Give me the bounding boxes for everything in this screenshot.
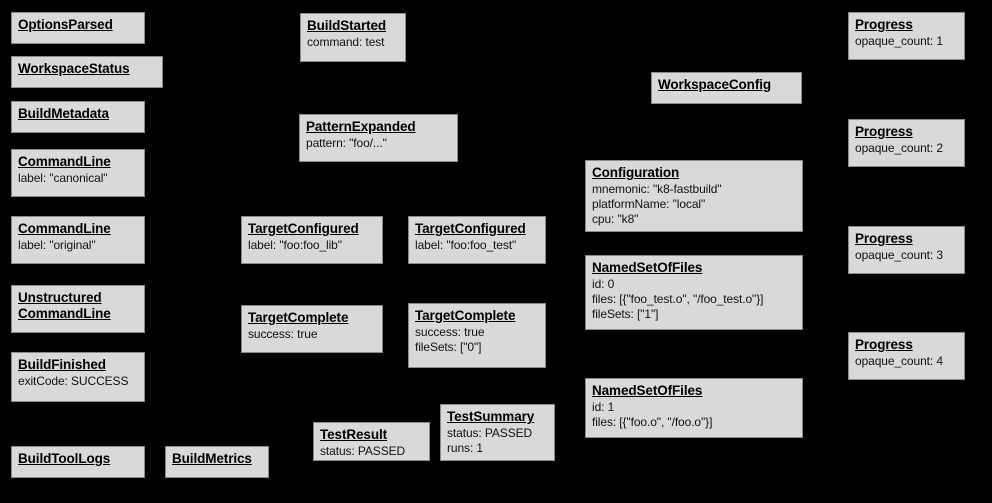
node-field: exitCode: SUCCESS bbox=[18, 374, 129, 388]
node-field-list: label: "canonical" bbox=[18, 171, 139, 186]
node-field-list: opaque_count: 4 bbox=[855, 354, 959, 369]
node-test-result[interactable]: TestResult status: PASSED bbox=[313, 422, 430, 461]
node-field: files: [{"foo_test.o", "/foo_test.o"}] bbox=[592, 292, 764, 306]
node-field-list: label: "original" bbox=[18, 238, 139, 253]
node-title: Progress bbox=[855, 337, 913, 352]
node-field: id: 1 bbox=[592, 400, 615, 414]
node-field: label: "foo:foo_lib" bbox=[248, 238, 342, 252]
node-title: WorkspaceStatus bbox=[18, 61, 130, 76]
node-title: Progress bbox=[855, 17, 913, 32]
node-title: BuildToolLogs bbox=[18, 451, 111, 466]
node-build-metrics[interactable]: BuildMetrics bbox=[165, 446, 269, 478]
node-field-list: opaque_count: 2 bbox=[855, 141, 959, 156]
node-options-parsed[interactable]: OptionsParsed bbox=[11, 12, 145, 44]
node-title: WorkspaceConfig bbox=[658, 77, 772, 92]
node-target-complete-lib[interactable]: TargetComplete success: true bbox=[241, 305, 383, 353]
node-field: success: true bbox=[248, 327, 318, 341]
node-title: BuildStarted bbox=[307, 18, 387, 33]
node-title: Unstructured CommandLine bbox=[18, 290, 111, 321]
node-title: Progress bbox=[855, 231, 913, 246]
node-title: TestSummary bbox=[447, 409, 535, 424]
node-build-started[interactable]: BuildStarted command: test bbox=[300, 13, 406, 62]
node-field-list: mnemonic: "k8-fastbuild"platformName: "l… bbox=[592, 182, 797, 227]
node-title: BuildMetrics bbox=[172, 451, 252, 466]
node-field: mnemonic: "k8-fastbuild" bbox=[592, 182, 722, 196]
node-field: command: test bbox=[307, 35, 385, 49]
node-field-list: label: "foo:foo_lib" bbox=[248, 238, 377, 253]
node-target-configured-foo-lib[interactable]: TargetConfigured label: "foo:foo_lib" bbox=[241, 216, 383, 264]
node-field: status: PASSED bbox=[447, 426, 533, 440]
node-title: TargetComplete bbox=[248, 310, 349, 325]
node-title: TargetConfigured bbox=[415, 221, 526, 236]
node-build-tool-logs[interactable]: BuildToolLogs bbox=[11, 446, 145, 478]
node-field: label: "canonical" bbox=[18, 171, 108, 185]
node-field: success: true bbox=[415, 325, 485, 339]
node-field: opaque_count: 3 bbox=[855, 248, 943, 262]
node-progress-3[interactable]: Progress opaque_count: 3 bbox=[848, 226, 965, 274]
node-field: runs: 1 bbox=[447, 441, 483, 455]
node-title: CommandLine bbox=[18, 221, 111, 236]
node-workspace-config[interactable]: WorkspaceConfig bbox=[651, 72, 802, 104]
node-title: BuildMetadata bbox=[18, 106, 109, 121]
node-title: OptionsParsed bbox=[18, 17, 113, 32]
node-field-list: pattern: "foo/..." bbox=[306, 136, 452, 151]
node-title: TargetComplete bbox=[415, 308, 516, 323]
node-field: cpu: "k8" bbox=[592, 212, 639, 226]
node-title: NamedSetOfFiles bbox=[592, 260, 703, 275]
node-progress-4[interactable]: Progress opaque_count: 4 bbox=[848, 332, 965, 380]
node-field: opaque_count: 1 bbox=[855, 34, 943, 48]
node-progress-1[interactable]: Progress opaque_count: 1 bbox=[848, 12, 965, 60]
node-progress-2[interactable]: Progress opaque_count: 2 bbox=[848, 119, 965, 167]
node-target-configured-foo-test[interactable]: TargetConfigured label: "foo:foo_test" bbox=[408, 216, 546, 264]
node-field-list: status: PASSED bbox=[320, 444, 424, 459]
node-field: label: "foo:foo_test" bbox=[415, 238, 517, 252]
node-title: TargetConfigured bbox=[248, 221, 359, 236]
node-field-list: opaque_count: 3 bbox=[855, 248, 959, 263]
node-build-finished[interactable]: BuildFinished exitCode: SUCCESS bbox=[11, 352, 145, 402]
node-title: TestResult bbox=[320, 427, 388, 442]
node-field: pattern: "foo/..." bbox=[306, 136, 387, 150]
node-field-list: opaque_count: 1 bbox=[855, 34, 959, 49]
node-field-list: command: test bbox=[307, 35, 400, 50]
node-field: id: 0 bbox=[592, 277, 615, 291]
node-field: platformName: "local" bbox=[592, 197, 706, 211]
node-command-line-original[interactable]: CommandLine label: "original" bbox=[11, 216, 145, 264]
node-unstructured-command-line[interactable]: Unstructured CommandLine bbox=[11, 285, 145, 333]
node-title: Progress bbox=[855, 124, 913, 139]
node-field: opaque_count: 4 bbox=[855, 354, 943, 368]
node-field: label: "original" bbox=[18, 238, 96, 252]
node-title: NamedSetOfFiles bbox=[592, 383, 703, 398]
node-build-metadata[interactable]: BuildMetadata bbox=[11, 101, 145, 133]
node-pattern-expanded[interactable]: PatternExpanded pattern: "foo/..." bbox=[299, 114, 458, 162]
node-field: fileSets: ["0"] bbox=[415, 340, 482, 354]
node-field: files: [{"foo.o", "/foo.o"}] bbox=[592, 415, 713, 429]
node-title: BuildFinished bbox=[18, 357, 106, 372]
node-title: PatternExpanded bbox=[306, 119, 416, 134]
node-field-list: success: true bbox=[248, 327, 377, 342]
node-field-list: exitCode: SUCCESS bbox=[18, 374, 139, 389]
node-field: opaque_count: 2 bbox=[855, 141, 943, 155]
node-configuration[interactable]: Configuration mnemonic: "k8-fastbuild"pla… bbox=[585, 160, 803, 232]
node-command-line-canonical[interactable]: CommandLine label: "canonical" bbox=[11, 149, 145, 197]
node-title: Configuration bbox=[592, 165, 680, 180]
node-field-list: label: "foo:foo_test" bbox=[415, 238, 540, 253]
node-workspace-status[interactable]: WorkspaceStatus bbox=[11, 56, 163, 88]
node-field: status: PASSED bbox=[320, 444, 406, 458]
node-field: fileSets: ["1"] bbox=[592, 307, 659, 321]
node-title: CommandLine bbox=[18, 154, 111, 169]
